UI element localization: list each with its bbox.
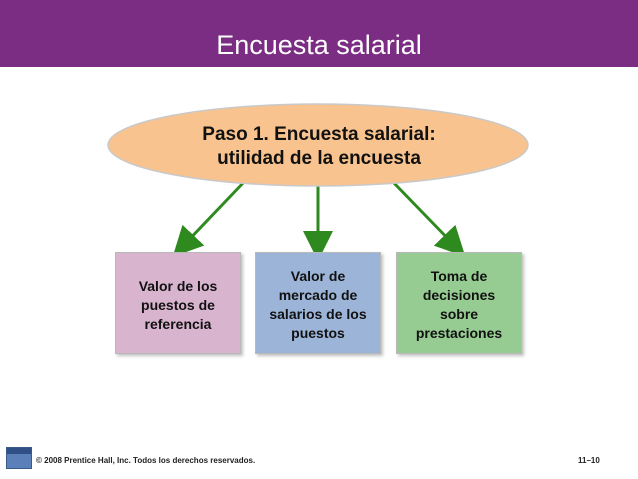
box-market-value: Valor de mercado de salarios de los pues… [255, 252, 381, 354]
box-benefits-decisions: Toma de decisiones sobre prestaciones [396, 252, 522, 354]
box-line: puestos [291, 325, 345, 341]
slide-title: Encuesta salarial [216, 30, 422, 60]
root-ellipse [107, 103, 529, 187]
box-line: mercado de [278, 287, 358, 303]
title-bar: Encuesta salarial [0, 0, 638, 67]
box-line: decisiones [422, 287, 496, 303]
box-benefits-decisions-label: Toma de decisiones sobre prestaciones [412, 267, 506, 343]
root-label-line-1: Paso 1. Encuesta salarial: [202, 124, 436, 145]
box-line: sobre [439, 306, 479, 322]
root-ellipse-label: Paso 1. Encuesta salarial: utilidad de l… [150, 123, 488, 171]
box-market-value-label: Valor de mercado de salarios de los pues… [265, 267, 370, 343]
page-number: 11–10 [578, 456, 600, 465]
box-reference-jobs: Valor de los puestos de referencia [115, 252, 241, 354]
connector-arrow-left [172, 180, 246, 257]
copyright-notice: © 2008 Prentice Hall, Inc. Todos los der… [36, 456, 256, 465]
pearson-logo-icon [6, 447, 32, 469]
box-line: puestos de [141, 297, 215, 313]
box-line: referencia [144, 316, 212, 332]
box-reference-jobs-label: Valor de los puestos de referencia [135, 277, 222, 334]
logo-bar [7, 448, 31, 454]
box-line: prestaciones [415, 325, 503, 341]
box-line: Toma de [430, 268, 488, 284]
root-label-line-2: utilidad de la encuesta [217, 148, 421, 169]
box-line: salarios de los [269, 306, 367, 322]
box-line: Valor de [290, 268, 346, 284]
box-line: Valor de los [138, 278, 218, 294]
connector-arrow-right [391, 180, 466, 257]
